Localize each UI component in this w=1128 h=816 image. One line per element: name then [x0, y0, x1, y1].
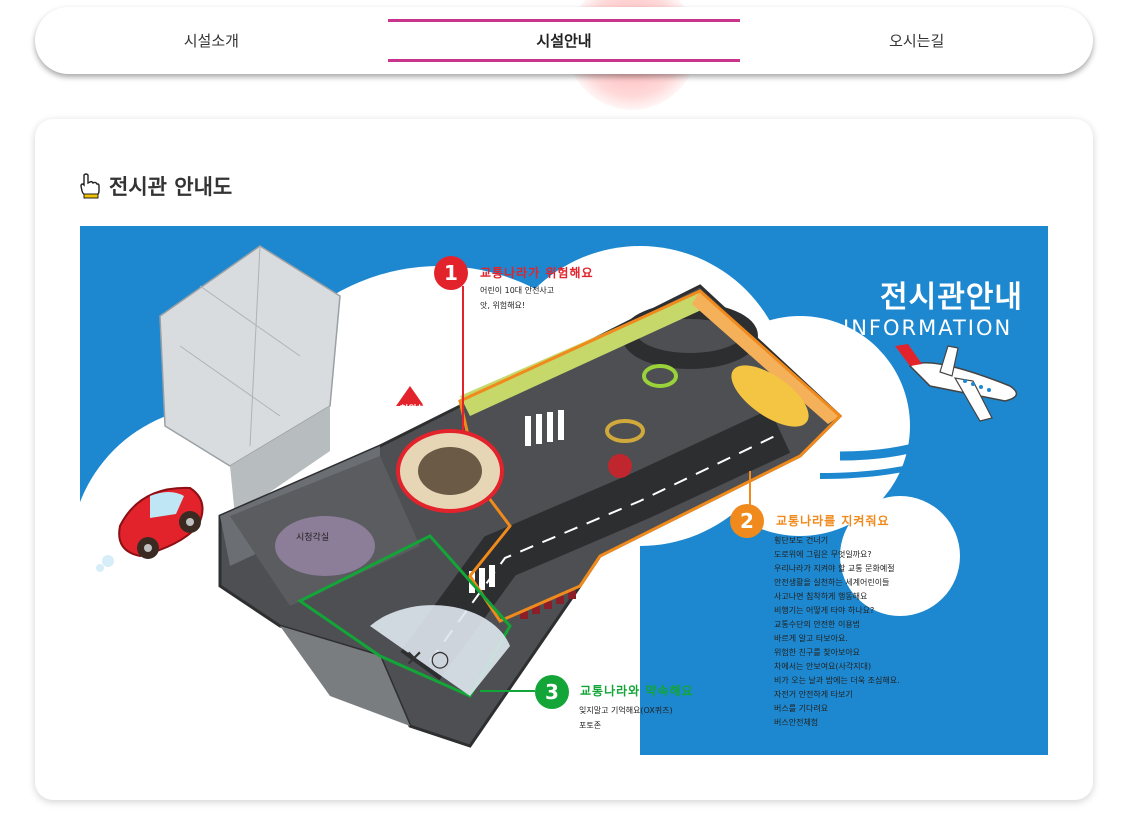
zone-2-title: 교통나라를 지켜줘요 [776, 514, 890, 528]
zone-3-items: 잊지말고 기억해요(OX퀴즈) 포토존 [579, 704, 673, 733]
current-location-label: 현위치 [400, 405, 425, 415]
list-item: 교통수단의 안전한 이용법 [774, 620, 861, 629]
floor-map-illustration: ✕ ○ [80, 245, 1023, 755]
zone-1-badge: 1 [434, 256, 468, 290]
tab-facility-intro[interactable]: 시설소개 [183, 32, 239, 50]
floor-plan: ✕ ○ [218, 284, 843, 748]
list-item: 포토존 [579, 720, 602, 730]
airplane-illustration [895, 344, 1018, 422]
list-item: 자전거 안전하게 타보기 [774, 690, 853, 699]
list-item: 버스를 기다려요 [774, 704, 829, 713]
zone-1-title: 교통나라가 위험해요 [480, 266, 594, 280]
list-item: 횡단보도 건너기 [774, 536, 829, 545]
list-item: 도로위에 그림은 무엇일까요? [774, 550, 872, 559]
list-item: 우리나라가 지켜야 할 교통 문화예절 [774, 564, 895, 573]
zone-2-items: 횡단보도 건너기 도로위에 그림은 무엇일까요? 우리나라가 지켜야 할 교통 … [774, 534, 900, 730]
exhibition-floor-map: ✕ ○ [80, 226, 1048, 755]
list-item: 잊지말고 기억해요(OX퀴즈) [579, 706, 673, 715]
list-item: 안전생활을 실천하는 세계어린이들 [774, 578, 890, 587]
list-item: 앗, 위험해요! [480, 300, 526, 310]
facility-tab-bar: 시설소개 시설안내 오시는길 [35, 7, 1093, 74]
list-item: 위험한 친구를 찾아보아요 [774, 648, 861, 657]
section-heading: 전시관 안내도 [79, 171, 232, 201]
building-left [159, 245, 341, 516]
list-item: 차에서는 안보여요(사각지대) [774, 662, 872, 671]
zone-2-badge: 2 [730, 504, 764, 538]
map-title-korean: 전시관안내 [880, 280, 1023, 315]
list-item: 사고나면 침착하게 행동해요 [774, 592, 868, 601]
audiovisual-room-label: 시청각실 [296, 533, 330, 543]
list-item: 바르게 알고 타보아요. [774, 634, 848, 643]
content-card: 전시관 안내도 [35, 119, 1093, 800]
tab-directions[interactable]: 오시는길 [889, 32, 945, 50]
zone-1-items: 어린이 10대 안전사고 앗, 위험해요! [480, 284, 554, 313]
red-car-illustration [96, 486, 204, 572]
tab-facility-guide[interactable]: 시설안내 [387, 7, 741, 74]
list-item: 어린이 10대 안전사고 [480, 286, 555, 295]
map-title-english: INFORMATION [843, 316, 1013, 340]
pointing-hand-icon [80, 173, 100, 199]
list-item: 버스안전체험 [774, 718, 819, 727]
zone-3-title: 교통나라와 약속해요 [580, 684, 694, 698]
section-title: 전시관 안내도 [109, 175, 233, 199]
list-item: 비가 오는 날과 밤에는 더욱 조심해요. [774, 676, 900, 685]
list-item: 비행기는 어떻게 타야 하나요? [774, 606, 875, 615]
zone-3-badge: 3 [535, 675, 569, 709]
svg-text:✕ ○: ✕ ○ [405, 647, 450, 672]
